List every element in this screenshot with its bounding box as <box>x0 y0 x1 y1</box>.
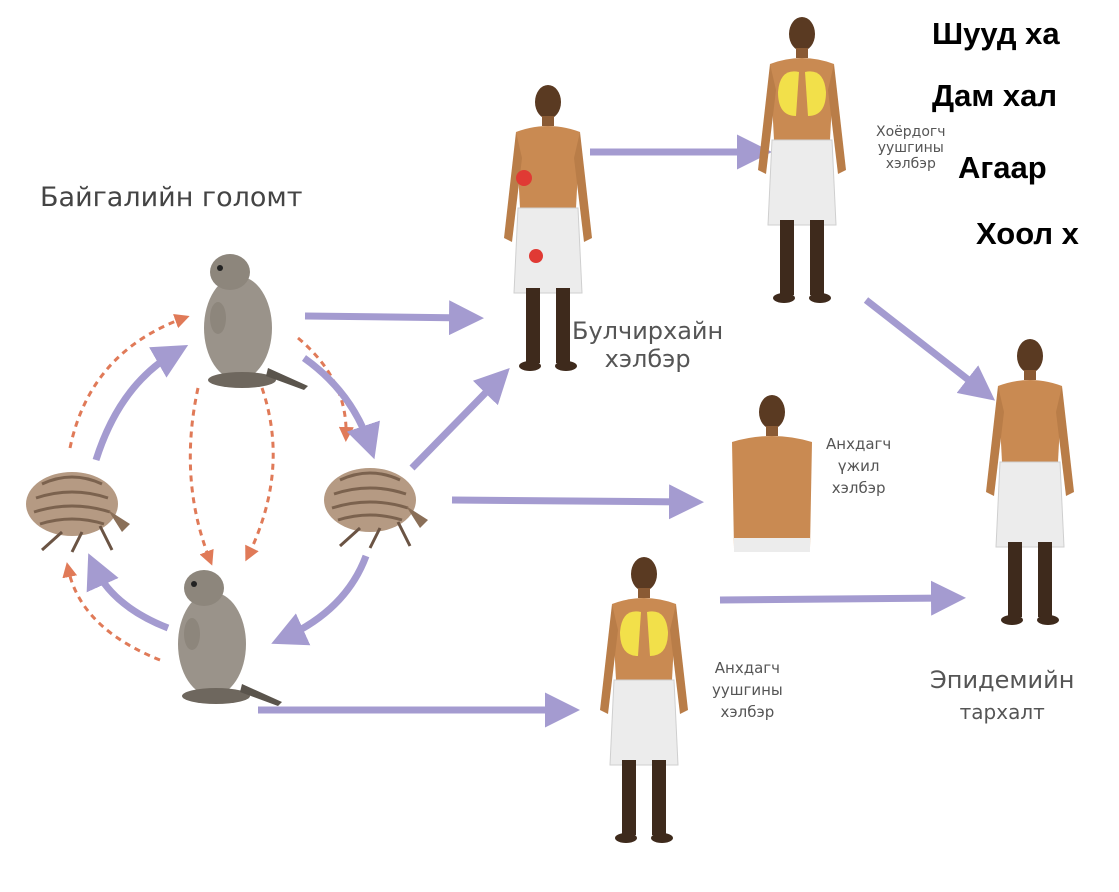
primary-pulmonary-line3: хэлбэр <box>712 702 783 724</box>
primary-septic-line3: хэлбэр <box>826 478 891 500</box>
heading-food: Хоол х <box>976 216 1079 252</box>
epidemic-spread-label: Эпидемийн тархалт <box>930 664 1074 726</box>
primary-pulmonary-label: Анхдагч уушгины хэлбэр <box>712 658 783 723</box>
primary-septic-line1: Анхдагч <box>826 434 891 456</box>
human-primary-septic <box>732 395 812 552</box>
secondary-pulmonary-line1: Хоёрдогч <box>876 124 946 140</box>
heading-air: Агаар <box>958 150 1047 186</box>
rodent-bottom <box>178 570 282 706</box>
human-epidemic <box>986 339 1074 625</box>
secondary-pulmonary-line2: уушгины <box>876 140 946 156</box>
rodent-top <box>204 254 308 390</box>
flea-left <box>26 472 130 552</box>
heading-direct: Шууд ха <box>932 16 1060 52</box>
bubonic-line1: Булчирхайн <box>572 318 723 346</box>
human-primary-pulmonary <box>600 557 688 843</box>
epidemic-line1: Эпидемийн <box>930 664 1074 698</box>
natural-focus-label: Байгалийн голомт <box>40 182 303 213</box>
primary-pulmonary-line1: Анхдагч <box>712 658 783 680</box>
primary-septic-line2: үжил <box>826 456 891 478</box>
secondary-pulmonary-label: Хоёрдогч уушгины хэлбэр <box>876 124 946 172</box>
secondary-pulmonary-line3: хэлбэр <box>876 156 946 172</box>
bubonic-form-label: Булчирхайн хэлбэр <box>572 318 723 373</box>
primary-pulmonary-line2: уушгины <box>712 680 783 702</box>
primary-septic-label: Анхдагч үжил хэлбэр <box>826 434 891 499</box>
heading-indirect: Дам хал <box>932 78 1057 114</box>
human-secondary-pulmonary <box>758 17 846 303</box>
bubonic-line2: хэлбэр <box>572 346 723 374</box>
epidemic-line2: тархалт <box>930 698 1074 726</box>
flea-right <box>324 468 428 548</box>
